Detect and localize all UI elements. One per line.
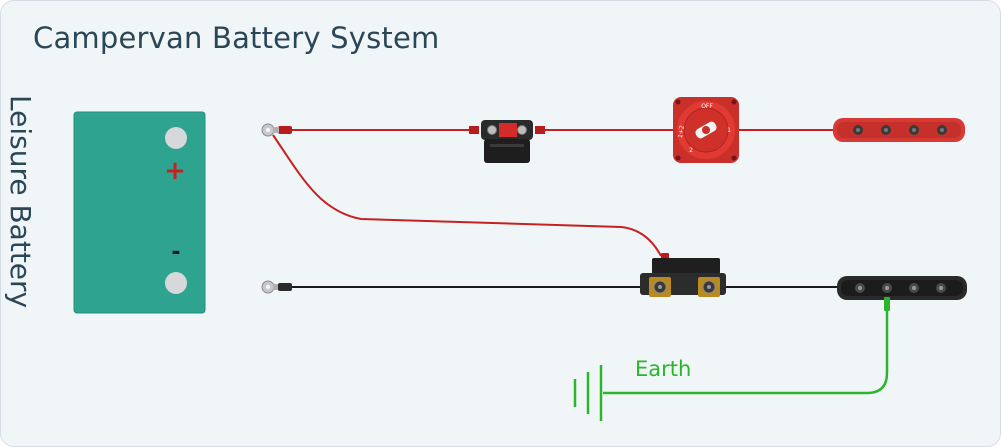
positive-ring-terminal — [261, 123, 279, 137]
leisure-battery: + - — [73, 111, 206, 314]
earth-terminal-sleeve — [884, 297, 890, 311]
positive-symbol: + — [164, 156, 186, 186]
positive-heatshrink — [278, 126, 292, 134]
earth-label: Earth — [635, 357, 691, 381]
isolator-mark-both: 1+2 — [677, 125, 686, 139]
negative-ring-terminal — [261, 280, 292, 294]
ground-symbol-icon — [573, 365, 603, 421]
battery-isolator-switch-icon: 1+2 OFF 2 1 — [673, 97, 739, 163]
isolator-mark-off: OFF — [701, 103, 713, 110]
isolator-mark-1: 1 — [727, 127, 731, 134]
shunt-icon — [640, 258, 726, 297]
negative-terminal — [165, 272, 187, 294]
earth-wire — [603, 299, 889, 395]
diagram-title: Campervan Battery System — [33, 21, 440, 55]
negative-busbar — [837, 276, 967, 300]
positive-busbar — [833, 118, 965, 142]
shunt-lead-heatshrink — [661, 253, 669, 259]
anl-fuse-holder-icon — [469, 120, 545, 163]
positive-wire — [272, 129, 833, 257]
negative-symbol: - — [171, 240, 180, 265]
isolator-mark-2: 2 — [689, 147, 693, 154]
positive-terminal — [165, 127, 187, 149]
